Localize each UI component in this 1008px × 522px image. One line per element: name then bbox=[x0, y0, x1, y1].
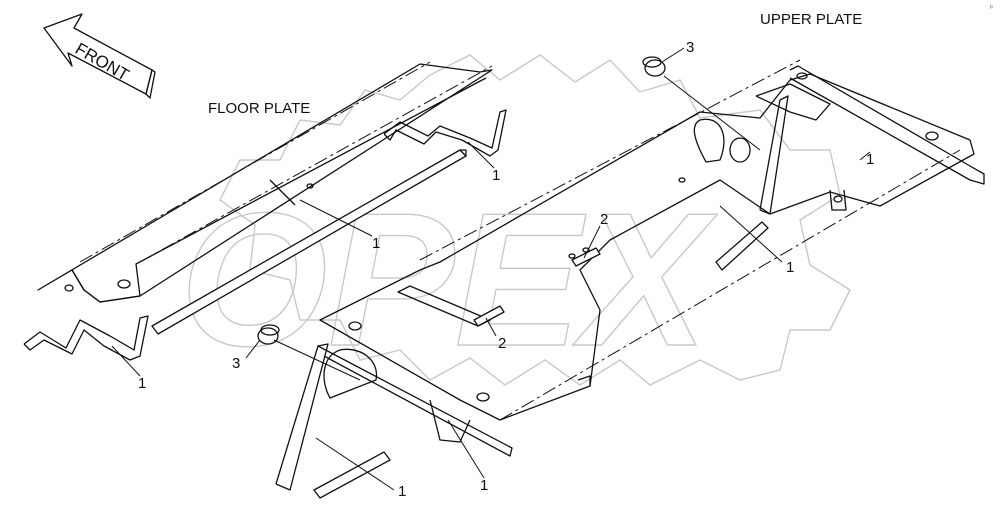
callout-1-lower-strip: 1 bbox=[398, 483, 406, 500]
callout-1-upper-frame: 1 bbox=[866, 151, 874, 168]
callout-1-lower-frame: 1 bbox=[480, 477, 488, 494]
leader-lines bbox=[111, 47, 871, 491]
callout-1-floor-strip: 1 bbox=[372, 235, 380, 252]
upper-plate-frame-rods bbox=[275, 65, 985, 491]
callout-2-upper: 2 bbox=[600, 211, 608, 228]
callout-1-floor-bracket: 1 bbox=[492, 167, 500, 184]
front-arrow-label: FRONT bbox=[72, 39, 132, 85]
callout-3-lower: 3 bbox=[232, 355, 240, 372]
floor-plate bbox=[37, 61, 493, 303]
corner-code: p bbox=[990, 4, 993, 10]
upper-plate bbox=[319, 59, 975, 443]
floor-plate-label: FLOOR PLATE bbox=[208, 100, 310, 117]
clip-part-bottom bbox=[257, 324, 280, 345]
callouts: 1 1 1 1 1 1 1 2 2 3 3 bbox=[138, 39, 874, 500]
floor-plate-strips bbox=[151, 149, 467, 335]
small-plates bbox=[473, 247, 601, 327]
callout-1-upper-strip: 1 bbox=[786, 259, 794, 276]
watermark: OPEX bbox=[179, 54, 851, 387]
floor-plate-bracket-rods bbox=[23, 109, 507, 361]
front-direction-arrow: FRONT bbox=[43, 13, 156, 99]
callout-1-front-bracket: 1 bbox=[138, 375, 146, 392]
callout-2-lower: 2 bbox=[498, 335, 506, 352]
callout-3-upper: 3 bbox=[686, 39, 694, 56]
clip-part-top bbox=[642, 56, 666, 77]
upper-plate-short-strips bbox=[313, 221, 769, 499]
upper-plate-label: UPPER PLATE bbox=[760, 11, 862, 28]
watermark-text: OPEX bbox=[180, 174, 718, 386]
watermark-gear-outline bbox=[219, 54, 851, 386]
